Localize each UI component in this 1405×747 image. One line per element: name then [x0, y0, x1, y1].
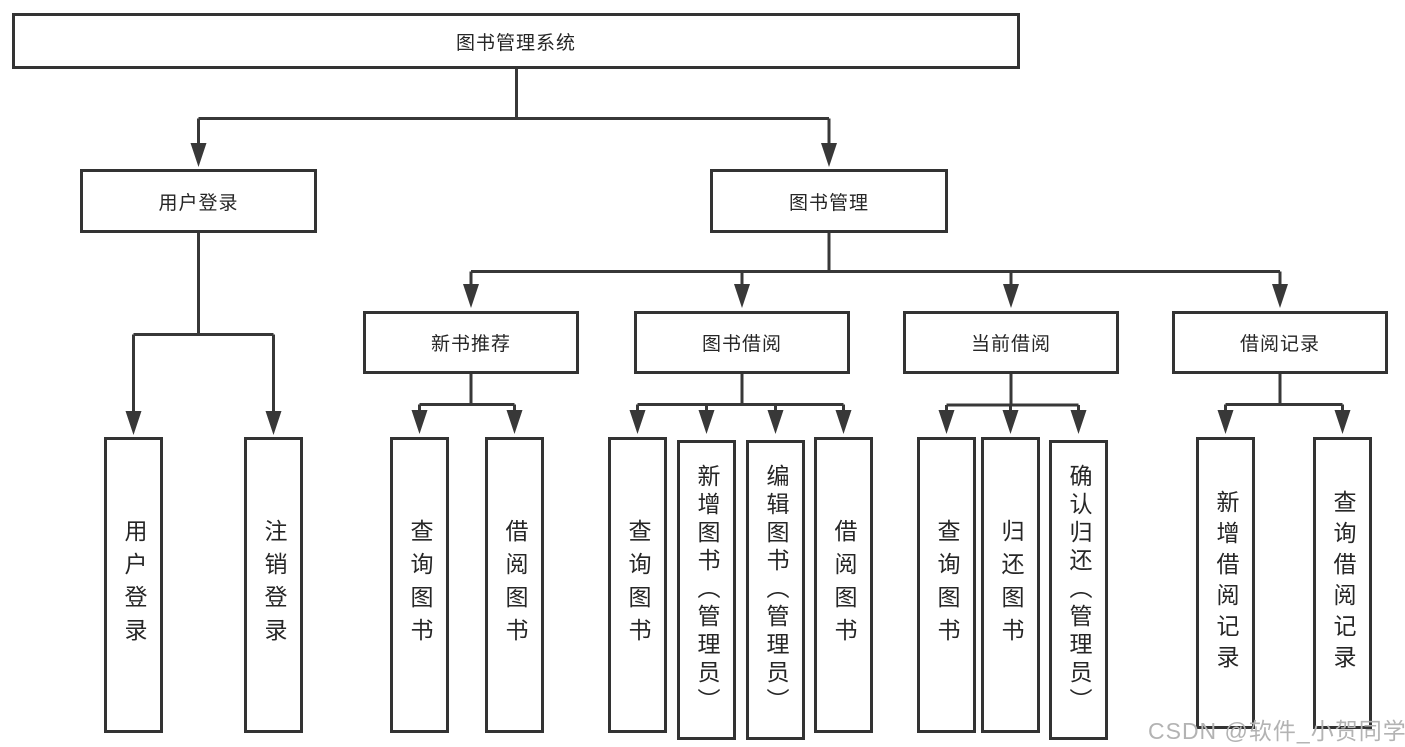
arrowheads-level3: [463, 284, 1288, 308]
connector-newbook-to-leaves: [418, 374, 516, 412]
leaf-label: 新增借阅记录: [1213, 490, 1239, 676]
arrowheads-bookborrow-leaves: [629, 410, 852, 434]
leaf-newbook-borrow-books: 借阅图书: [485, 437, 544, 733]
leaf-edit-books-admin: 编辑图书（管理员）: [746, 440, 805, 740]
leaf-label: 查询借阅记录: [1330, 490, 1356, 676]
leaf-logout-login: 注销登录: [244, 437, 303, 733]
connector-currentborrow-to-leaves: [945, 374, 1080, 412]
node-current-borrow: 当前借阅: [903, 311, 1119, 374]
node-book-management: 图书管理: [710, 169, 948, 233]
csdn-watermark: CSDN @软件_小贺同学: [1148, 718, 1405, 744]
arrowheads-newbook-leaves: [411, 410, 523, 434]
arrowheads-level2: [190, 143, 837, 167]
connector-borrowrecord-to-leaves: [1224, 374, 1344, 412]
node-new-book-recommend: 新书推荐: [363, 311, 579, 374]
node-label: 借阅记录: [1239, 334, 1320, 355]
leaf-label: 注销登录: [261, 519, 287, 651]
node-label: 新书推荐: [430, 334, 511, 355]
node-label: 图书管理: [788, 192, 869, 214]
arrowheads-borrowrecord-leaves: [1217, 410, 1351, 434]
leaf-return-books: 归还图书: [981, 437, 1040, 733]
arrowheads-currentborrow-leaves: [938, 410, 1087, 434]
leaf-label: 归还图书: [998, 519, 1024, 651]
leaf-label: 编辑图书（管理员）: [763, 464, 789, 716]
leaf-query-borrow-record: 查询借阅记录: [1313, 437, 1372, 729]
node-label: 当前借阅: [970, 334, 1051, 355]
leaf-label: 新增图书（管理员）: [694, 464, 720, 716]
arrowheads-userlogin-leaves: [125, 411, 282, 435]
leaf-borrow-books: 借阅图书: [814, 437, 873, 733]
node-user-login: 用户登录: [80, 169, 317, 233]
node-book-borrow: 图书借阅: [634, 311, 850, 374]
leaf-add-books-admin: 新增图书（管理员）: [677, 440, 736, 740]
leaf-label: 用户登录: [121, 519, 147, 651]
leaf-add-borrow-record: 新增借阅记录: [1196, 437, 1255, 729]
leaf-user-login: 用户登录: [104, 437, 163, 733]
node-label: 图书管理系统: [455, 32, 576, 54]
node-label: 用户登录: [158, 192, 239, 214]
node-label: 图书借阅: [701, 334, 782, 355]
leaf-label: 查询图书: [934, 519, 960, 651]
connector-bookborrow-to-leaves: [636, 374, 845, 412]
leaf-label: 借阅图书: [831, 519, 857, 651]
leaf-label: 确认归还（管理员）: [1066, 464, 1092, 716]
leaf-confirm-return-admin: 确认归还（管理员）: [1049, 440, 1108, 740]
leaf-current-query-books: 查询图书: [917, 437, 976, 733]
leaf-label: 查询图书: [625, 519, 651, 651]
leaf-newbook-query-books: 查询图书: [390, 437, 449, 733]
node-library-management-system: 图书管理系统: [12, 13, 1020, 69]
connector-root-to-level2: [197, 69, 831, 146]
connector-bookmgmt-to-level3: [469, 233, 1282, 286]
node-borrow-record: 借阅记录: [1172, 311, 1388, 374]
leaf-label: 借阅图书: [502, 519, 528, 651]
leaf-label: 查询图书: [407, 519, 433, 651]
leaf-borrow-query-books: 查询图书: [608, 437, 667, 733]
connector-userlogin-to-leaves: [132, 233, 275, 413]
